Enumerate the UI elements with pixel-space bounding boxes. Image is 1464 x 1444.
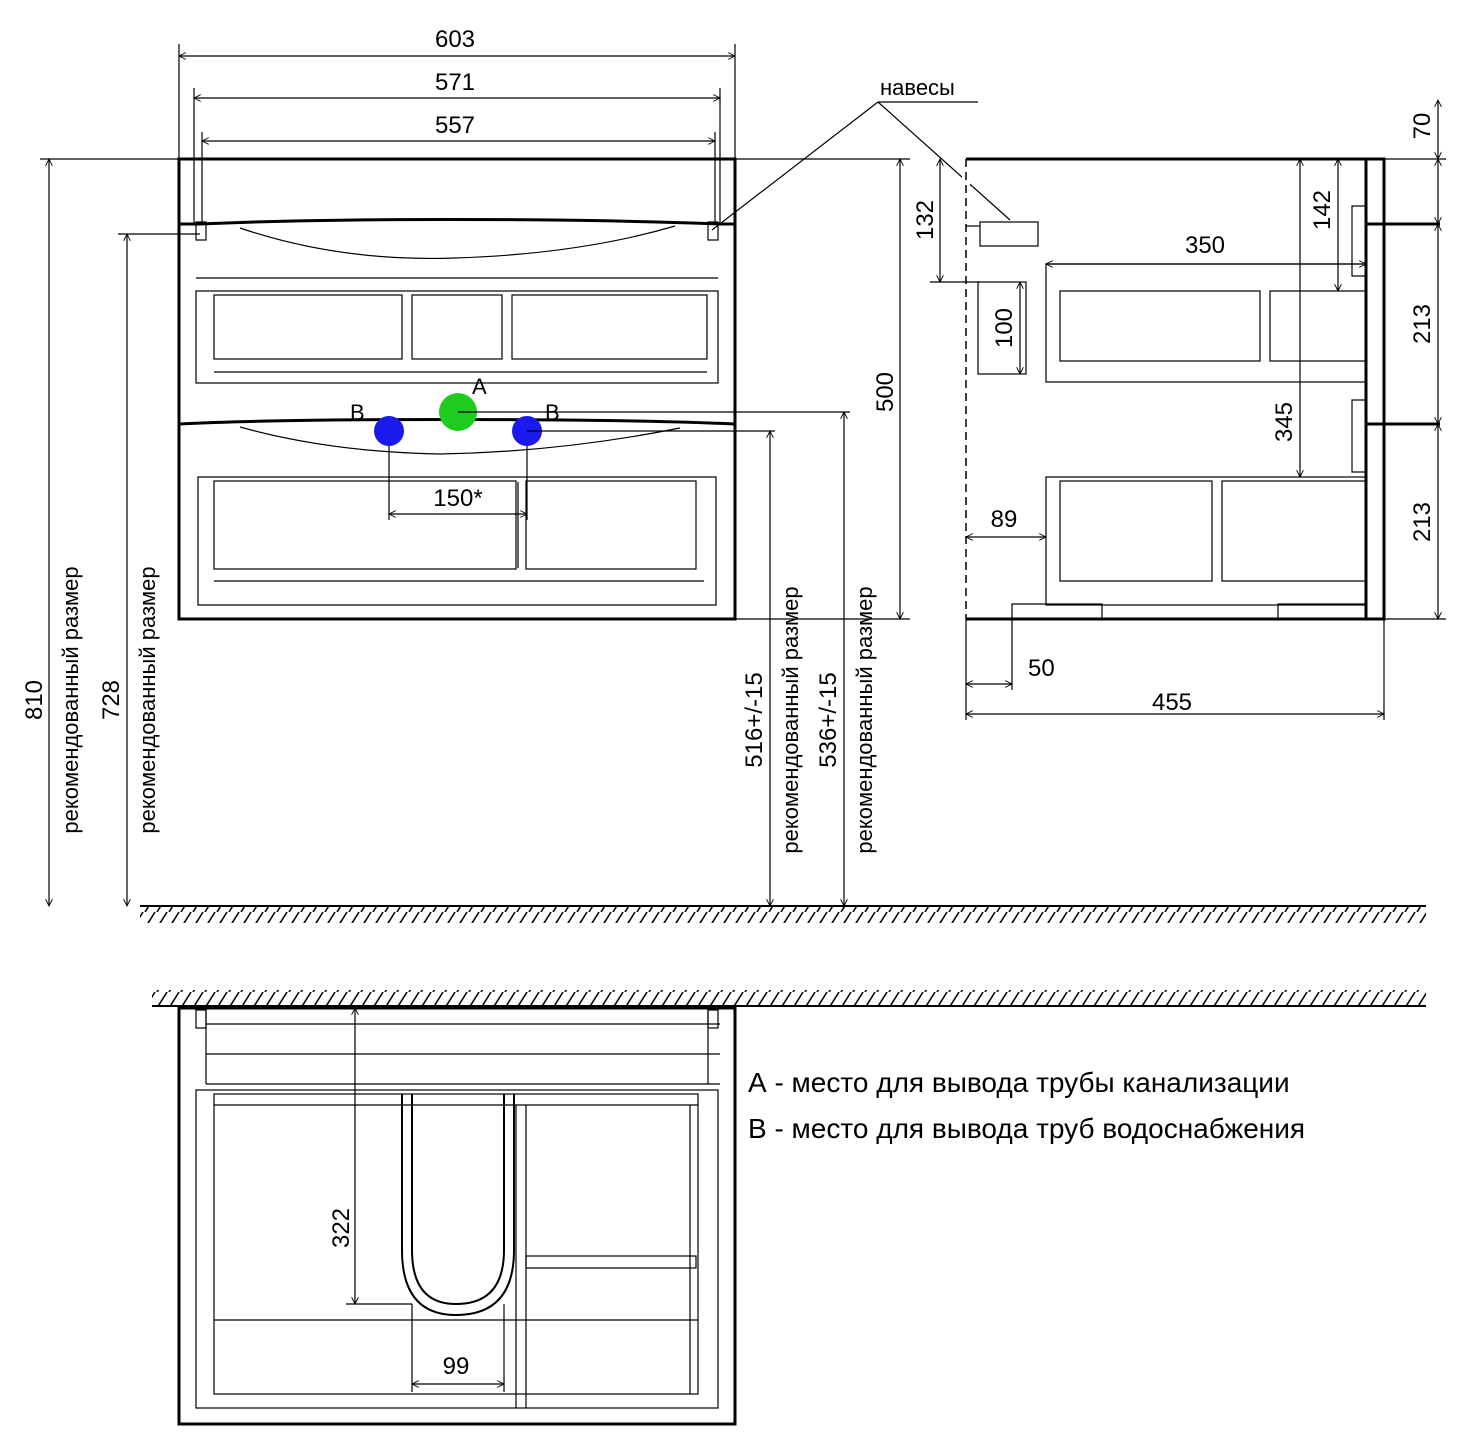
label-point-a: A bbox=[472, 374, 487, 399]
dim-height-728: 728 bbox=[98, 680, 125, 720]
legend-b: В - место для вывода труб водоснабжения bbox=[748, 1113, 1305, 1144]
dim-drawer-h-lower: 213 bbox=[1409, 502, 1436, 542]
siphon-cutout-outer bbox=[401, 1094, 515, 1317]
wall-rail bbox=[977, 281, 1027, 375]
side-lower-drawer bbox=[1045, 476, 1367, 606]
legend-a: А - место для вывода трубы канализации bbox=[748, 1067, 1290, 1098]
dim-spacing-345: 345 bbox=[1271, 402, 1298, 442]
hinge-right-icon bbox=[707, 221, 719, 241]
legend: А - место для вывода трубы канализации В… bbox=[748, 1067, 1305, 1144]
dim-top-142: 142 bbox=[1309, 190, 1336, 230]
dim-inner-width: 571 bbox=[435, 69, 475, 96]
plan-drawer bbox=[195, 1089, 719, 1409]
label-recommended-536: рекомендованный размер bbox=[852, 586, 877, 853]
side-view: 132 100 350 142 345 70 213 213 89 50 bbox=[912, 100, 1446, 720]
label-recommended-516: рекомендованный размер bbox=[778, 586, 803, 853]
label-recommended-728: рекомендованный размер bbox=[135, 566, 160, 833]
plan-outline bbox=[177, 1006, 737, 1426]
dim-top-70: 70 bbox=[1409, 113, 1436, 140]
dim-height-536: 536+/-15 bbox=[815, 672, 842, 767]
dim-drawer-h-upper: 213 bbox=[1409, 304, 1436, 344]
hinge-left-icon bbox=[195, 221, 207, 241]
dim-total-depth: 455 bbox=[1152, 689, 1192, 716]
cabinet-outline bbox=[177, 157, 737, 621]
dim-depth-hinge: 132 bbox=[912, 200, 939, 240]
dim-total-height: 810 bbox=[21, 680, 48, 720]
plan-view: 322 99 bbox=[152, 990, 1426, 1426]
dim-siphon-322: 322 bbox=[328, 1208, 355, 1248]
dim-total-width: 603 bbox=[435, 26, 475, 53]
upper-drawer bbox=[195, 290, 719, 384]
label-point-b-right: B bbox=[545, 400, 560, 425]
dim-drawer-depth: 350 bbox=[1185, 232, 1225, 259]
side-upper-drawer bbox=[1045, 263, 1367, 383]
floor-line bbox=[140, 905, 1426, 923]
basin-top-line bbox=[179, 218, 735, 226]
siphon-cutout-inner bbox=[411, 1094, 505, 1306]
label-point-b-left: B bbox=[350, 400, 365, 425]
dim-cabinet-height: 500 bbox=[872, 372, 899, 412]
label-recommended-810: рекомендованный размер bbox=[58, 566, 83, 833]
front-view: A B B 150* 603 571 557 810 рекомендованн… bbox=[21, 26, 1011, 906]
dim-offset-89: 89 bbox=[991, 506, 1018, 533]
lower-drawer bbox=[197, 476, 717, 606]
hinge-block-icon bbox=[979, 221, 1039, 247]
dim-supply-spacing: 150* bbox=[433, 485, 482, 512]
basin-curve bbox=[239, 225, 676, 259]
dim-rail: 100 bbox=[991, 308, 1018, 348]
dim-leg-50: 50 bbox=[1028, 655, 1055, 682]
dim-hinge-spacing: 557 bbox=[435, 112, 475, 139]
dim-siphon-99: 99 bbox=[443, 1353, 470, 1380]
dim-height-516: 516+/-15 bbox=[741, 672, 768, 767]
supply-point-b-left bbox=[374, 416, 404, 446]
lower-basin-curve bbox=[239, 426, 681, 455]
label-hinges: навесы bbox=[880, 75, 955, 100]
